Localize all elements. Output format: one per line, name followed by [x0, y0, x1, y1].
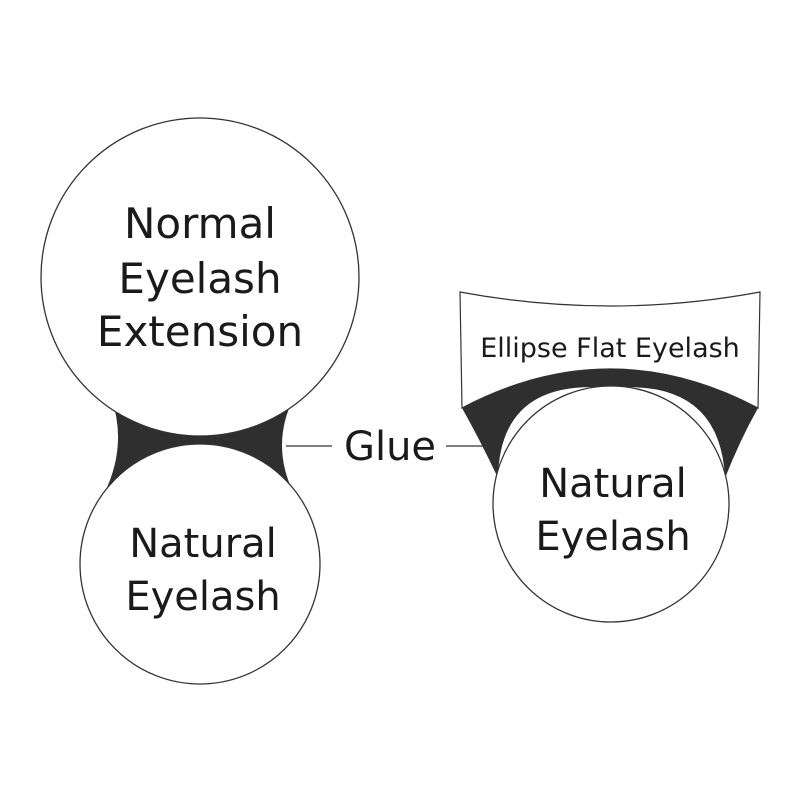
- right-natural-eyelash-label-line-1: Natural: [539, 461, 687, 507]
- glue-label: Glue: [344, 424, 436, 470]
- ellipse-flat-eyelash-label: Ellipse Flat Eyelash: [480, 333, 740, 364]
- normal-extension-label-line-3: Extension: [97, 307, 303, 356]
- ellipse-flat-group: Ellipse Flat Eyelash Natural Eyelash: [459, 291, 761, 623]
- glue-callout: Glue: [286, 424, 500, 470]
- normal-extension-circle: [40, 117, 360, 437]
- ellipse-flat-glue-bond: [462, 369, 758, 478]
- left-natural-eyelash-label-line-2: Eyelash: [125, 574, 280, 620]
- right-natural-eyelash-circle: [492, 385, 730, 623]
- right-natural-eyelash-label-line-2: Eyelash: [535, 514, 690, 560]
- normal-extension-group: Normal Eyelash Extension Natural Eyelash: [40, 117, 360, 685]
- left-natural-eyelash-circle: [79, 443, 321, 685]
- left-natural-eyelash-label-line-1: Natural: [129, 521, 277, 567]
- normal-extension-label-line-2: Eyelash: [118, 254, 281, 303]
- normal-extension-label-line-1: Normal: [124, 199, 276, 248]
